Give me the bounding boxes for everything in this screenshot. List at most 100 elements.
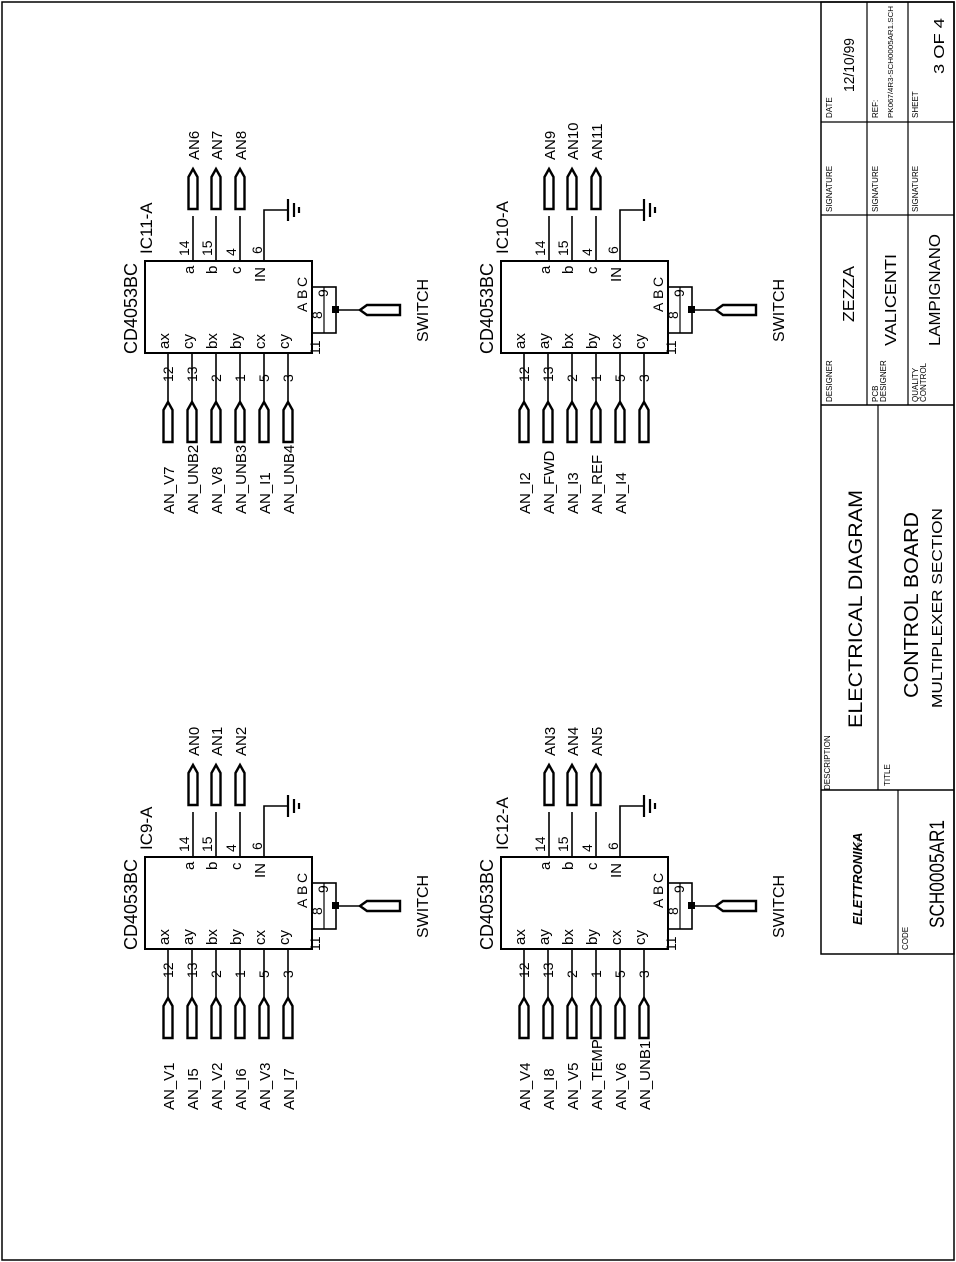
output-connector xyxy=(543,166,555,211)
select-pin-number: 9 xyxy=(671,289,687,297)
designer-caption: DESIGNER xyxy=(825,360,834,402)
output-net-label: AN7 xyxy=(209,131,226,160)
input-pin-number: 1 xyxy=(588,970,604,978)
quality-caption: QUALITY xyxy=(911,367,920,402)
input-pin-number: 5 xyxy=(256,374,272,382)
pcb-designer-caption-2: DESIGNER xyxy=(879,360,888,402)
input-connector xyxy=(282,399,294,444)
select-pin-number: 8 xyxy=(309,907,325,915)
input-pin-number: 2 xyxy=(564,374,580,382)
chip-reference: IC11-A xyxy=(137,202,156,254)
input-net-label: AN_V5 xyxy=(565,1062,582,1110)
output-pin-number: 15 xyxy=(199,836,215,852)
input-net-label: AN_TEMP xyxy=(589,1039,606,1110)
input-connector xyxy=(518,399,530,444)
input-pin-name: cy xyxy=(632,334,649,350)
input-pin-name: cy xyxy=(276,930,293,946)
select-pin-number: 9 xyxy=(671,885,687,893)
drawing-title: CONTROL BOARD xyxy=(901,512,923,698)
output-net-label: AN6 xyxy=(186,131,203,160)
input-pin-number: 1 xyxy=(232,970,248,978)
select-pin-number: 8 xyxy=(665,907,681,915)
output-pin-name: a xyxy=(181,861,198,870)
output-net-label: AN8 xyxy=(233,131,250,160)
chip-reference: IC9-A xyxy=(137,806,156,850)
signature-caption-2: SIGNATURE xyxy=(871,166,880,212)
output-net-label: AN10 xyxy=(565,122,582,160)
title-caption: TITLE xyxy=(883,764,892,786)
input-pin-number: 3 xyxy=(280,374,296,382)
output-pin-name: a xyxy=(181,265,198,274)
switch-net-label: SWITCH xyxy=(415,279,432,342)
input-net-label: AN_I1 xyxy=(257,472,274,514)
select-pin-number: 8 xyxy=(309,311,325,319)
input-net-label: AN_REF xyxy=(589,455,606,514)
sheet-caption: SHEET xyxy=(911,91,920,118)
input-pin-name: cy xyxy=(180,334,197,350)
switch-net-label: SWITCH xyxy=(771,279,788,342)
input-net-label: AN_V1 xyxy=(161,1062,178,1110)
output-connector xyxy=(210,762,222,807)
select-pin-name: C xyxy=(294,873,310,883)
output-pin-number: 15 xyxy=(555,836,571,852)
input-connector xyxy=(566,995,578,1040)
input-pin-name: by xyxy=(228,333,245,349)
output-connector xyxy=(543,762,555,807)
output-pin-number: 4 xyxy=(223,844,239,852)
output-net-label: AN2 xyxy=(233,727,250,756)
input-connector xyxy=(638,995,650,1040)
inhibit-pin-name: IN xyxy=(252,863,269,878)
chip-part-number: CD4053BC xyxy=(121,859,141,950)
quality-caption-2: CONTROL xyxy=(919,362,928,402)
select-pin-name: A xyxy=(650,302,666,312)
output-connector xyxy=(210,166,222,211)
inhibit-pin-name: IN xyxy=(608,267,625,282)
description-value: ELECTRICAL DIAGRAM xyxy=(846,490,867,728)
select-pin-number: 11 xyxy=(307,340,323,355)
input-pin-name: bx xyxy=(204,929,221,945)
input-pin-name: cx xyxy=(608,930,625,946)
output-pin-name: c xyxy=(584,862,601,870)
output-pin-name: b xyxy=(560,266,577,274)
input-pin-number: 2 xyxy=(564,970,580,978)
input-net-label: AN_I5 xyxy=(185,1068,202,1110)
input-connector xyxy=(186,399,198,444)
ref-value: PK067/4R3-SCH0005AR1.SCH xyxy=(888,6,895,118)
pcb-designer-name: VALICENTI xyxy=(883,254,900,346)
title-block: DESCRIPTION ELETTRONIKA s.r.l. CODE SCH0… xyxy=(820,1,955,955)
input-pin-name: cx xyxy=(608,334,625,350)
select-pin-name: C xyxy=(650,873,666,883)
input-pin-name: ax xyxy=(512,333,529,349)
input-pin-number: 5 xyxy=(256,970,272,978)
input-pin-number: 12 xyxy=(160,962,176,978)
mux-chip-4: CD4053BCIC10-AAN_I212axAN_FWD13ayAN_I32b… xyxy=(477,122,788,514)
inhibit-wire xyxy=(619,209,644,261)
input-pin-name: ay xyxy=(536,929,553,945)
mux-chip-3: CD4053BCIC12-AAN_V412axAN_I813ayAN_V52bx… xyxy=(477,727,788,1110)
output-pin-number: 4 xyxy=(223,248,239,256)
output-net-label: AN1 xyxy=(209,727,226,756)
input-connector xyxy=(614,995,626,1040)
output-pin-name: a xyxy=(537,861,554,870)
input-connector xyxy=(210,399,222,444)
output-pin-name: c xyxy=(228,862,245,870)
input-net-label: AN_V7 xyxy=(161,466,178,514)
output-pin-number: 14 xyxy=(176,836,192,852)
input-connector xyxy=(590,995,602,1040)
select-pin-number: 9 xyxy=(315,885,331,893)
junction-dot xyxy=(688,902,695,909)
switch-connector xyxy=(713,899,758,913)
output-connector xyxy=(566,762,578,807)
junction-dot xyxy=(688,306,695,313)
chip-part-number: CD4053BC xyxy=(477,859,497,950)
output-pin-number: 4 xyxy=(579,248,595,256)
select-pin-name: C xyxy=(650,277,666,287)
select-pin-name: B xyxy=(650,886,666,895)
input-pin-number: 3 xyxy=(636,374,652,382)
output-pin-number: 14 xyxy=(176,240,192,256)
switch-connector xyxy=(357,303,402,317)
select-pin-name: A xyxy=(650,898,666,908)
input-net-label: AN_I4 xyxy=(613,472,630,514)
input-pin-number: 1 xyxy=(232,374,248,382)
input-connector xyxy=(258,399,270,444)
